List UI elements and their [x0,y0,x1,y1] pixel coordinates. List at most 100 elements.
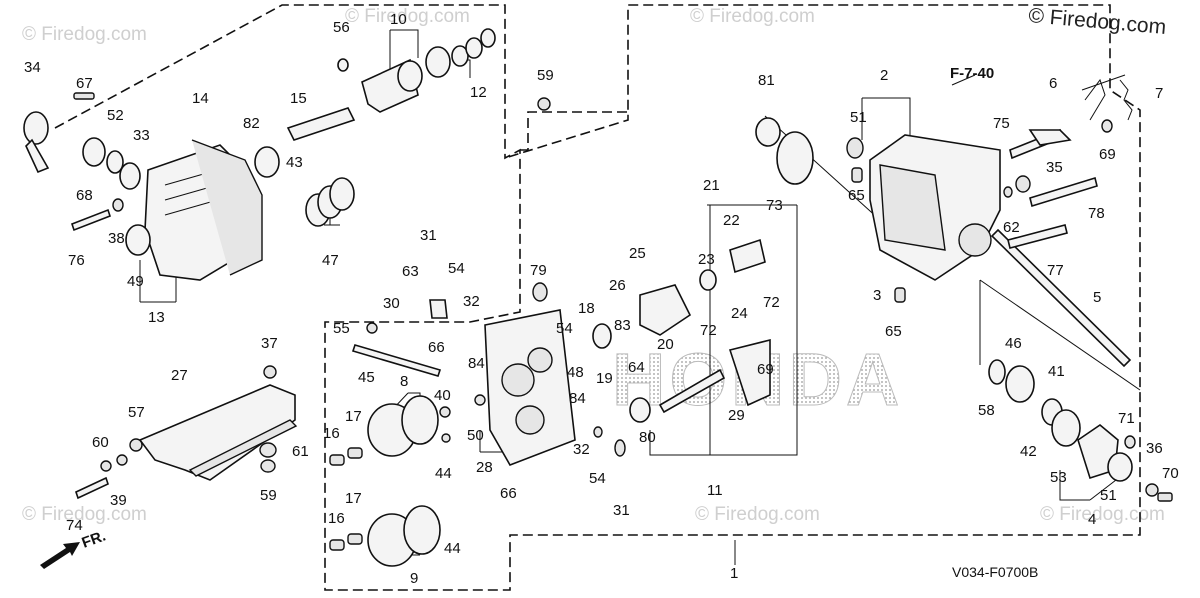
left-cover-group [23,28,551,281]
callout: 46 [1005,335,1022,352]
callout: 76 [68,252,85,269]
callout: 3 [873,287,881,304]
callout: 10 [390,11,407,28]
watermark: © Firedog.com [1040,504,1165,525]
callout: 40 [434,387,451,404]
callout: 48 [567,364,584,381]
callout: 69 [1099,146,1116,163]
callout: 71 [1118,410,1135,427]
callout: 22 [723,212,740,229]
watermark: © Firedog.com [22,504,147,525]
callout: 52 [107,107,124,124]
callout: 31 [613,502,630,519]
callout: 61 [292,443,309,460]
callout: 47 [322,252,339,269]
callout: 1 [730,565,738,582]
callout: 26 [609,277,626,294]
callout: 41 [1048,363,1065,380]
callout-numbers: 34 67 52 33 14 68 38 76 49 13 82 15 43 4… [24,11,1179,587]
callout: 30 [383,295,400,312]
callout: 32 [463,293,480,310]
callout: 63 [402,263,419,280]
bracket-group [75,365,298,500]
callout: 15 [290,90,307,107]
callout: 35 [1046,159,1063,176]
callout: 51 [850,109,867,126]
callout: 84 [468,355,485,372]
callout: 36 [1146,440,1163,457]
callout: 60 [92,434,109,451]
callout: 77 [1047,262,1064,279]
callout: 81 [758,72,775,89]
callout: 72 [700,322,717,339]
callout: 74 [66,517,83,534]
direction-label: FR. [80,528,109,552]
callout: 19 [596,370,613,387]
callout: 25 [629,245,646,262]
callout: 73 [766,197,783,214]
callout: 55 [333,320,350,337]
callout: 68 [76,187,93,204]
callout: 21 [703,177,720,194]
callout: 38 [108,230,125,247]
callout: 59 [537,67,554,84]
callout: 49 [127,273,144,290]
assembly-outline-left [54,4,1141,591]
callout: 72 [763,294,780,311]
callout: 34 [24,59,41,76]
callout: 44 [444,540,461,557]
callout: 11 [707,482,723,499]
callout: 45 [358,369,375,386]
callout: 50 [467,427,484,444]
callout: 78 [1088,205,1105,222]
callout: 12 [470,84,487,101]
watermark: © Firedog.com [345,6,470,27]
callout: 62 [1003,219,1020,236]
callout: 51 [1100,487,1117,504]
callout: 54 [589,470,606,487]
callout: 39 [110,492,127,509]
callout: 4 [1088,511,1096,528]
center-pump-group [329,238,771,567]
callout: 82 [243,115,260,132]
callout: 59 [260,487,277,504]
callout: 23 [698,251,715,268]
right-gearbox-group [755,78,1173,502]
callout: 17 [345,490,362,507]
callout: 24 [731,305,748,322]
diagram-code: V034-F0700B [952,564,1038,580]
callout: 20 [657,336,674,353]
watermark-main: © Firedog.com [1028,4,1168,39]
callout: 53 [1050,469,1067,486]
callout: 6 [1049,75,1057,92]
callout: 5 [1093,289,1101,306]
callout: 69 [757,361,774,378]
callout: 9 [410,570,418,587]
callout: 80 [639,429,656,446]
callout: 67 [76,75,93,92]
callout: 44 [435,465,452,482]
callout: 14 [192,90,209,107]
assembly-outline-inner [520,111,628,151]
callout: 65 [848,187,865,204]
callout: 27 [171,367,188,384]
callout: 16 [328,510,345,527]
callout: 75 [993,115,1010,132]
callout: 7 [1155,85,1163,102]
callout: 65 [885,323,902,340]
callout: 2 [880,67,888,84]
callout: 28 [476,459,493,476]
callout: 54 [448,260,465,277]
callout: 66 [500,485,517,502]
callout: 64 [628,359,645,376]
callout: 29 [728,407,745,424]
callout: 42 [1020,443,1037,460]
callout: 8 [400,373,408,390]
watermark: © Firedog.com [690,6,815,27]
callout: 83 [614,317,631,334]
callout: 43 [286,154,303,171]
callout: 54 [556,320,573,337]
callout: 33 [133,127,150,144]
callout: 58 [978,402,995,419]
